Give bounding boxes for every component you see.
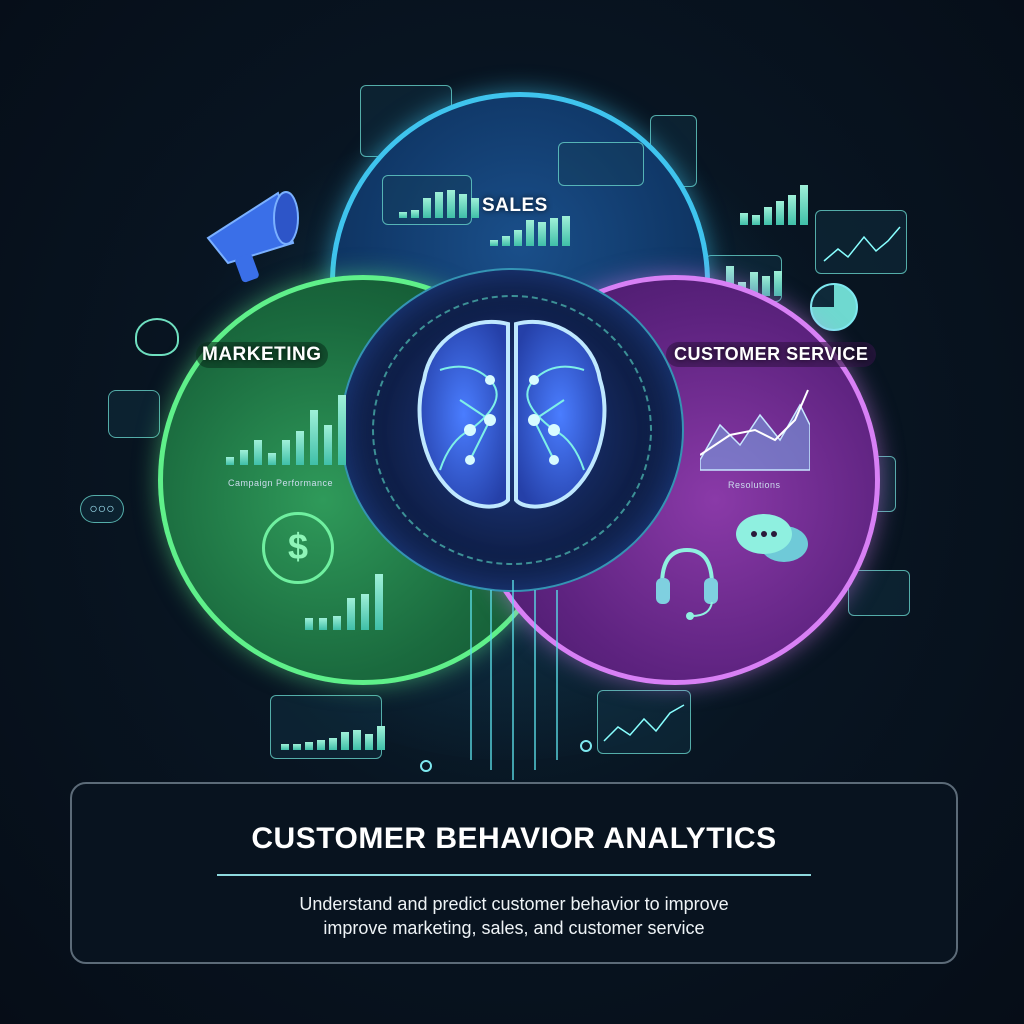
line-chart-icon — [823, 226, 901, 262]
subtitle-line-1: Understand and predict customer behavior… — [299, 894, 729, 914]
circuit-line — [470, 590, 472, 760]
circuit-line — [556, 590, 558, 760]
revenue-bar-chart — [305, 570, 383, 630]
divider — [217, 874, 811, 876]
trend-line-panel — [815, 210, 907, 274]
marketing-bar-chart — [226, 395, 346, 465]
sales-bar-chart — [490, 216, 570, 246]
chat-bubble-icon — [736, 514, 808, 562]
dollar-icon: $ — [262, 512, 334, 584]
page-title: CUSTOMER BEHAVIOR ANALYTICS — [251, 822, 777, 855]
circuit-line — [490, 590, 492, 770]
customer-service-label: CUSTOMER SERVICE — [666, 342, 877, 367]
circuit-line — [534, 590, 536, 770]
subtitle-line-2: improve marketing, sales, and customer s… — [323, 918, 705, 938]
brain-icon — [417, 319, 607, 509]
info-card: CUSTOMER BEHAVIOR ANALYTICS Understand a… — [70, 782, 958, 964]
area-chart-panel — [597, 690, 691, 754]
bar-line-panel — [270, 695, 385, 759]
sales-connect-bubble — [558, 142, 644, 186]
pie-chart-icon — [810, 283, 858, 331]
service-area-chart — [700, 389, 810, 471]
sales-label: SALES — [482, 195, 548, 216]
service-chart-caption: Resolutions — [728, 480, 781, 490]
marketing-chart-caption: Campaign Performance — [228, 478, 334, 488]
headset-icon — [656, 547, 718, 620]
area-chart-icon — [603, 704, 685, 742]
sales-chat-chart — [382, 175, 479, 225]
service-side-panel-2 — [848, 570, 910, 616]
subtitle: Understand and predict customer behavior… — [72, 892, 956, 940]
megaphone-icon — [206, 191, 299, 283]
circuit-node — [580, 740, 592, 752]
circuit-node — [420, 760, 432, 772]
growth-chart — [740, 155, 808, 225]
cloud-icon — [135, 318, 179, 356]
circuit-line — [512, 580, 514, 780]
marketing-label: MARKETING — [196, 342, 328, 368]
cycle-icon — [108, 390, 160, 438]
dial-ring — [372, 295, 652, 565]
ellipsis-icon: ○○○ — [80, 495, 124, 523]
